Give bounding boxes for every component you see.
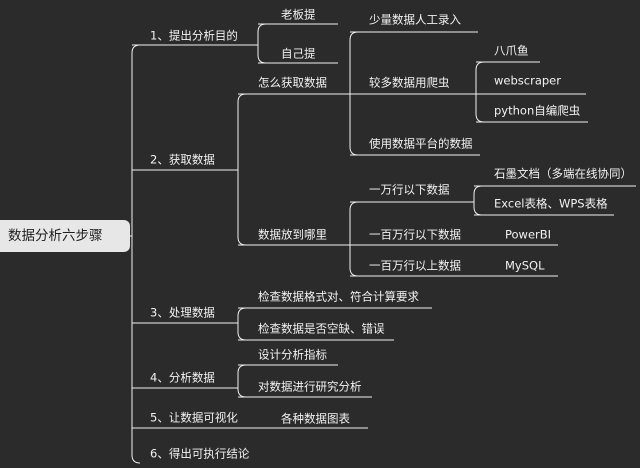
node-platform[interactable]: 使用数据平台的数据 [369,136,473,151]
node-step-1[interactable]: 1、提出分析目的 [150,28,238,43]
root-node[interactable]: 数据分析六步骤 [0,220,130,252]
node-design-metrics[interactable]: 设计分析指标 [258,347,327,362]
node-python[interactable]: python自编爬虫 [494,103,581,118]
connector [473,185,483,216]
connector [237,307,247,341]
connector [257,23,267,64]
connector [475,61,485,123]
connector [349,201,359,277]
node-check-format[interactable]: 检查数据格式对、符合计算要求 [258,289,419,304]
node-how-get-data[interactable]: 怎么获取数据 [258,75,327,90]
node-under-10k[interactable]: 一万行以下数据 [369,182,450,197]
connector [237,93,247,246]
node-charts[interactable]: 各种数据图表 [281,411,350,426]
node-boss[interactable]: 老板提 [281,7,316,22]
node-self[interactable]: 自己提 [281,46,316,61]
node-step-6[interactable]: 6、得出可执行结论 [150,446,250,461]
node-webscraper[interactable]: webscraper [494,73,561,88]
node-where-store[interactable]: 数据放到哪里 [258,227,327,242]
node-powerbi[interactable]: PowerBI [505,227,552,242]
node-under-1m[interactable]: 一百万行以下数据 [369,227,461,242]
node-step-2[interactable]: 2、获取数据 [150,152,215,167]
node-crawler[interactable]: 较多数据用爬虫 [369,75,450,90]
node-step-5[interactable]: 5、让数据可视化 [150,410,238,425]
connector [237,364,247,398]
node-excel[interactable]: Excel表格、WPS表格 [494,196,608,211]
node-step-3[interactable]: 3、处理数据 [150,305,215,320]
node-check-missing[interactable]: 检查数据是否空缺、错误 [258,321,385,336]
node-mysql[interactable]: MySQL [505,258,545,273]
node-bazhuayu[interactable]: 八爪鱼 [494,43,529,58]
node-over-1m[interactable]: 一百万行以上数据 [369,258,461,273]
connector [131,44,141,464]
node-shimo[interactable]: 石墨文档（多端在线协同） [494,166,632,181]
node-research[interactable]: 对数据进行研究分析 [258,379,362,394]
node-manual[interactable]: 少量数据人工录入 [369,12,461,27]
node-step-4[interactable]: 4、分析数据 [150,370,215,385]
